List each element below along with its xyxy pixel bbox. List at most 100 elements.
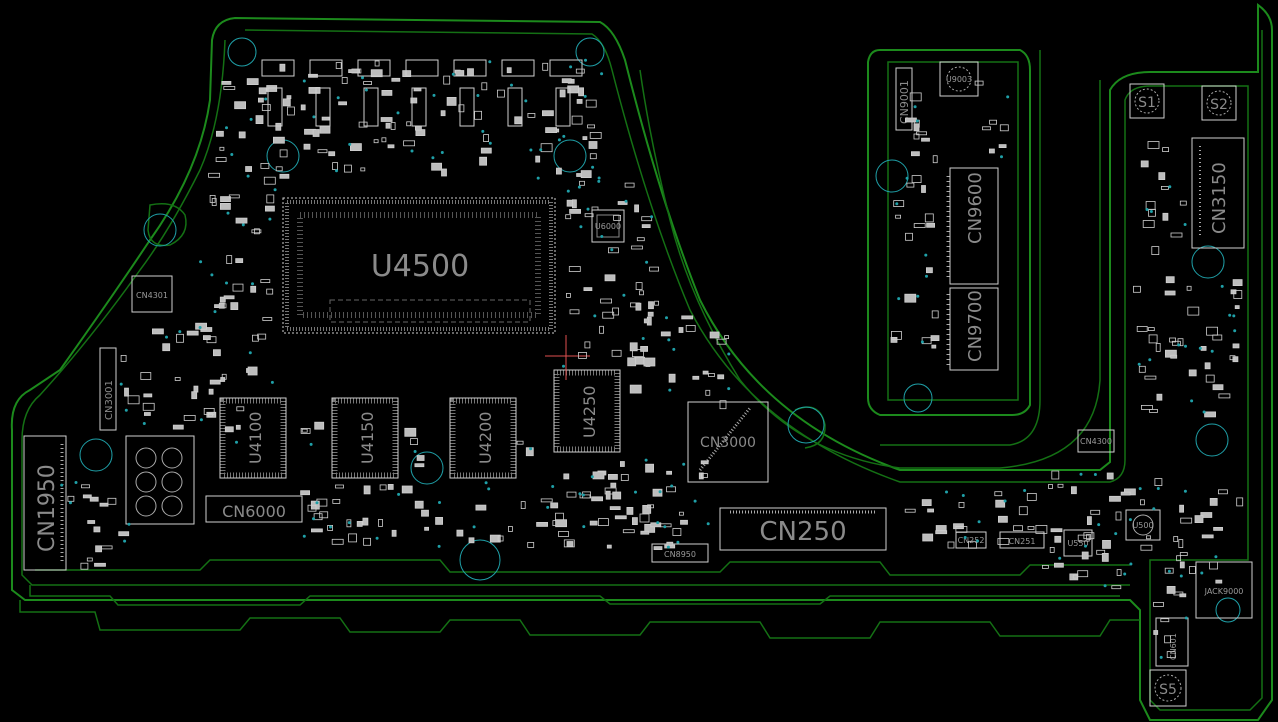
smd-part xyxy=(507,526,513,532)
connector-cn9001[interactable]: CN9001 xyxy=(895,67,913,131)
smd-part xyxy=(211,198,217,206)
smd-part xyxy=(608,473,618,480)
top-connector-part xyxy=(501,59,535,77)
smd-part xyxy=(890,336,898,343)
smd-part xyxy=(238,131,246,139)
via xyxy=(593,314,597,318)
smd-part xyxy=(332,162,339,171)
s2-label: S2 xyxy=(1210,97,1228,113)
via xyxy=(60,483,64,487)
smd-part xyxy=(641,224,651,229)
smd-part xyxy=(580,170,592,179)
smd-part xyxy=(456,529,464,537)
smd-part xyxy=(143,393,153,398)
smd-part xyxy=(253,228,260,235)
via xyxy=(562,364,565,368)
memory-chip-u4250[interactable]: U4250 xyxy=(553,369,621,453)
smd-part xyxy=(1151,246,1160,256)
smd-part xyxy=(1162,212,1169,221)
smd-part xyxy=(626,506,634,515)
smd-part xyxy=(440,110,446,117)
smd-part xyxy=(913,123,920,132)
u4500-chip[interactable]: U4500 xyxy=(282,197,556,334)
via xyxy=(74,481,78,484)
connector-cn3000[interactable]: CN3000 xyxy=(687,401,769,483)
ic-u500[interactable]: U500 xyxy=(1125,509,1161,541)
via xyxy=(562,134,566,138)
smd-part xyxy=(215,130,224,137)
smd-part xyxy=(612,491,622,500)
connector-cn6000[interactable]: CN6000 xyxy=(205,495,303,523)
ic-u9003[interactable]: U9003 xyxy=(939,61,979,97)
connector-cn252[interactable]: CN252 xyxy=(955,531,987,549)
smd-part xyxy=(279,63,286,72)
smd-part xyxy=(931,344,937,349)
connector-cn4301[interactable]: CN4301 xyxy=(131,275,173,313)
smd-part xyxy=(1170,232,1183,238)
smd-part xyxy=(584,341,591,349)
smd-part xyxy=(1233,290,1243,299)
smd-part xyxy=(1232,343,1240,349)
smd-part xyxy=(550,502,559,509)
smd-part xyxy=(968,540,977,549)
connector-cn3150[interactable]: CN3150 xyxy=(1191,137,1245,249)
ic-u550[interactable]: U550 xyxy=(1063,529,1093,557)
smd-part xyxy=(1086,534,1091,540)
smd-part xyxy=(1081,551,1089,560)
memory-chip-u4100[interactable]: U4100 xyxy=(219,397,287,479)
smd-part xyxy=(640,345,648,352)
smd-part xyxy=(402,70,412,77)
smd-part xyxy=(193,385,199,393)
jack9000[interactable]: JACK9000 xyxy=(1195,561,1253,619)
smd-part xyxy=(598,518,609,526)
smd-part xyxy=(310,528,323,533)
smd-part xyxy=(186,330,199,336)
connector-cn1950[interactable]: CN1950 xyxy=(23,435,67,571)
cn252-label: CN252 xyxy=(958,536,985,545)
smd-part xyxy=(924,213,934,223)
smd-part xyxy=(666,470,672,475)
connector-cn3001[interactable]: CN3001 xyxy=(99,347,117,431)
memory-chip-u4200[interactable]: U4200 xyxy=(449,397,517,479)
top-connector-part xyxy=(405,59,439,77)
top-capacitor-part xyxy=(507,87,523,127)
connector-cn251[interactable]: CN251 xyxy=(999,531,1045,549)
smd-part xyxy=(1136,325,1148,332)
smd-part xyxy=(1096,549,1106,555)
smd-part xyxy=(645,463,654,473)
cn8950-label: CN8950 xyxy=(664,550,696,559)
smd-part xyxy=(387,144,395,149)
via xyxy=(551,485,555,488)
smd-part xyxy=(904,508,916,513)
switch-s1[interactable]: S1 xyxy=(1129,83,1165,119)
switch-s5[interactable]: S5 xyxy=(1149,669,1187,707)
connector-cn4300[interactable]: CN4300 xyxy=(1077,429,1115,453)
smd-part xyxy=(1177,338,1184,347)
smd-part xyxy=(223,86,236,90)
via xyxy=(438,501,441,504)
smd-part xyxy=(328,151,336,157)
smd-part xyxy=(1179,504,1184,513)
smd-part xyxy=(652,488,663,497)
via xyxy=(578,492,582,496)
memory-chip-u4150[interactable]: U4150 xyxy=(331,397,399,479)
smd-part xyxy=(1049,547,1055,553)
switch-s2[interactable]: S2 xyxy=(1201,85,1237,121)
ic-u6000[interactable]: U6000 xyxy=(591,209,625,243)
smd-part xyxy=(172,424,184,430)
via xyxy=(124,408,128,412)
smd-part xyxy=(1072,574,1078,579)
smd-part xyxy=(497,535,504,542)
via xyxy=(472,525,476,529)
via xyxy=(529,447,533,451)
connector-cn601[interactable]: CN601 xyxy=(1155,617,1189,667)
smd-part xyxy=(591,206,599,211)
connector-cn8950[interactable]: CN8950 xyxy=(651,543,709,563)
connector-cn250[interactable]: CN250 xyxy=(719,507,887,551)
smd-part xyxy=(275,166,283,172)
connector-cn9600[interactable]: CN9600 xyxy=(946,167,999,285)
smd-part xyxy=(635,282,643,291)
connector-cn9700[interactable]: CN9700 xyxy=(946,287,999,371)
smd-part xyxy=(1166,586,1176,594)
